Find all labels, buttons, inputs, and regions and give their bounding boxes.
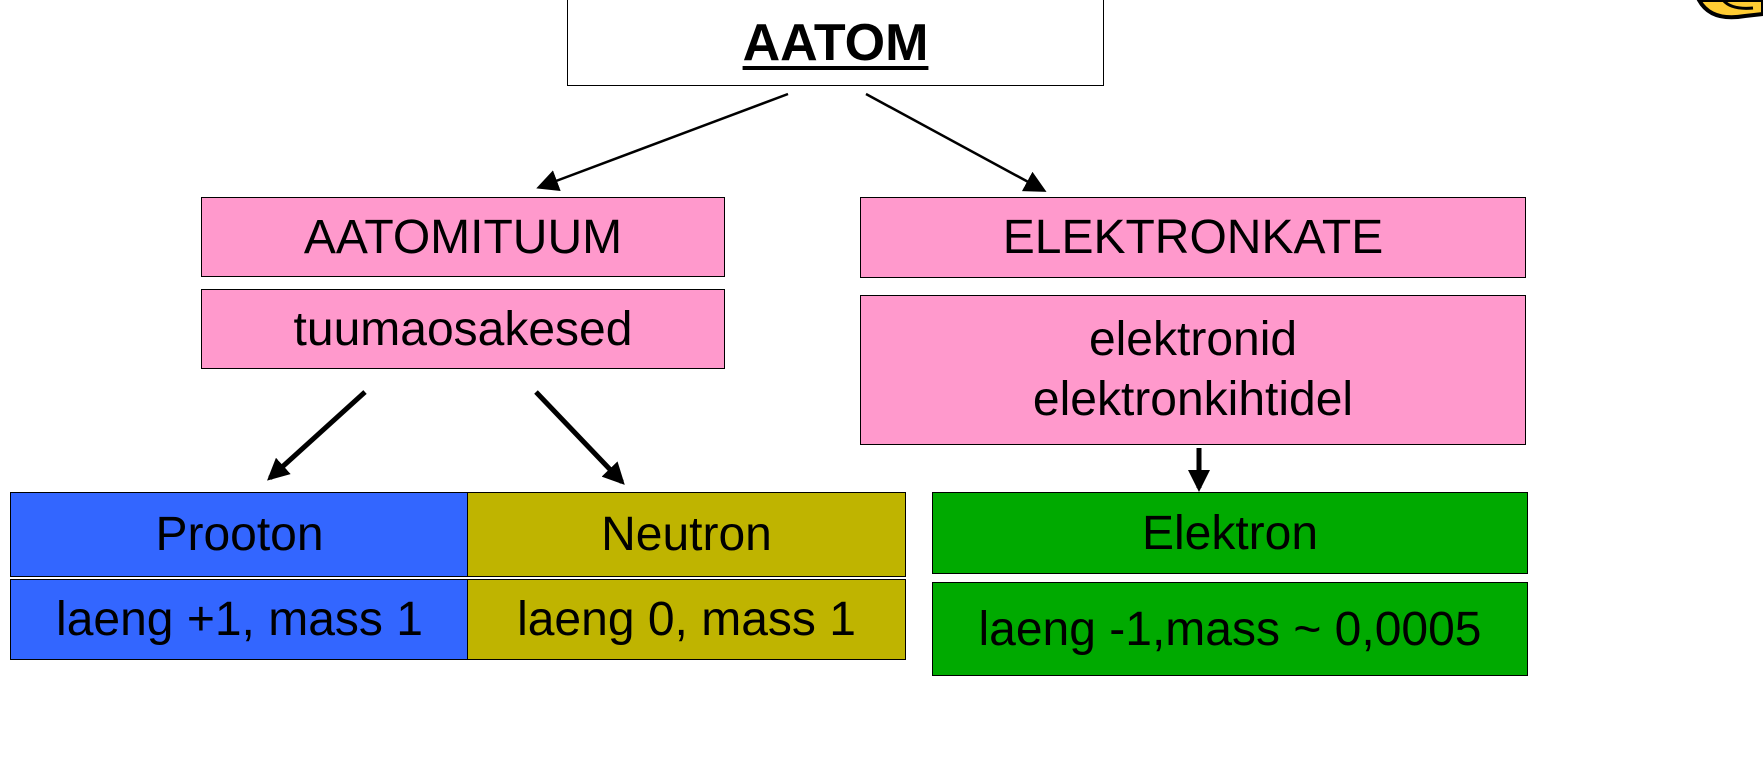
proton-props-box: laeng +1, mass 1 xyxy=(10,579,469,660)
corner-logo-icon xyxy=(1696,0,1763,20)
electron-name: Elektron xyxy=(1141,506,1319,560)
arrow-nucleus-to-proton xyxy=(267,390,367,481)
electron-props: laeng -1,mass ~ 0,0005 xyxy=(978,602,1482,656)
neutron-props-box: laeng 0, mass 1 xyxy=(467,579,906,660)
proton-props: laeng +1, mass 1 xyxy=(56,593,423,646)
shell-title: ELEKTRONKATE xyxy=(1002,211,1384,264)
nucleus-subtitle-box: tuumaosakesed xyxy=(201,289,725,369)
shell-subtitle-box: elektronid elektronkihtidel xyxy=(860,295,1526,445)
neutron-name: Neutron xyxy=(601,508,772,561)
proton-name: Prooton xyxy=(155,508,324,561)
shell-title-box: ELEKTRONKATE xyxy=(860,197,1526,278)
nucleus-subtitle: tuumaosakesed xyxy=(293,302,633,356)
root-label: AATOM xyxy=(742,13,929,72)
arrow-nucleus-to-neutron xyxy=(534,390,625,485)
electron-name-box: Elektron xyxy=(932,492,1528,574)
neutron-props: laeng 0, mass 1 xyxy=(517,593,856,646)
electron-props-box: laeng -1,mass ~ 0,0005 xyxy=(932,582,1528,676)
shell-subtitle-line1: elektronid xyxy=(1088,313,1298,366)
shell-subtitle-line2: elektronkihtidel xyxy=(1032,373,1354,426)
root-node-aatom: AATOM xyxy=(567,0,1104,86)
nucleus-title: AATOMITUUM xyxy=(303,210,623,264)
arrow-root-to-nucleus xyxy=(536,92,789,191)
neutron-name-box: Neutron xyxy=(467,492,906,577)
nucleus-title-box: AATOMITUUM xyxy=(201,197,725,277)
proton-name-box: Prooton xyxy=(10,492,469,577)
arrow-root-to-shell xyxy=(865,92,1047,192)
